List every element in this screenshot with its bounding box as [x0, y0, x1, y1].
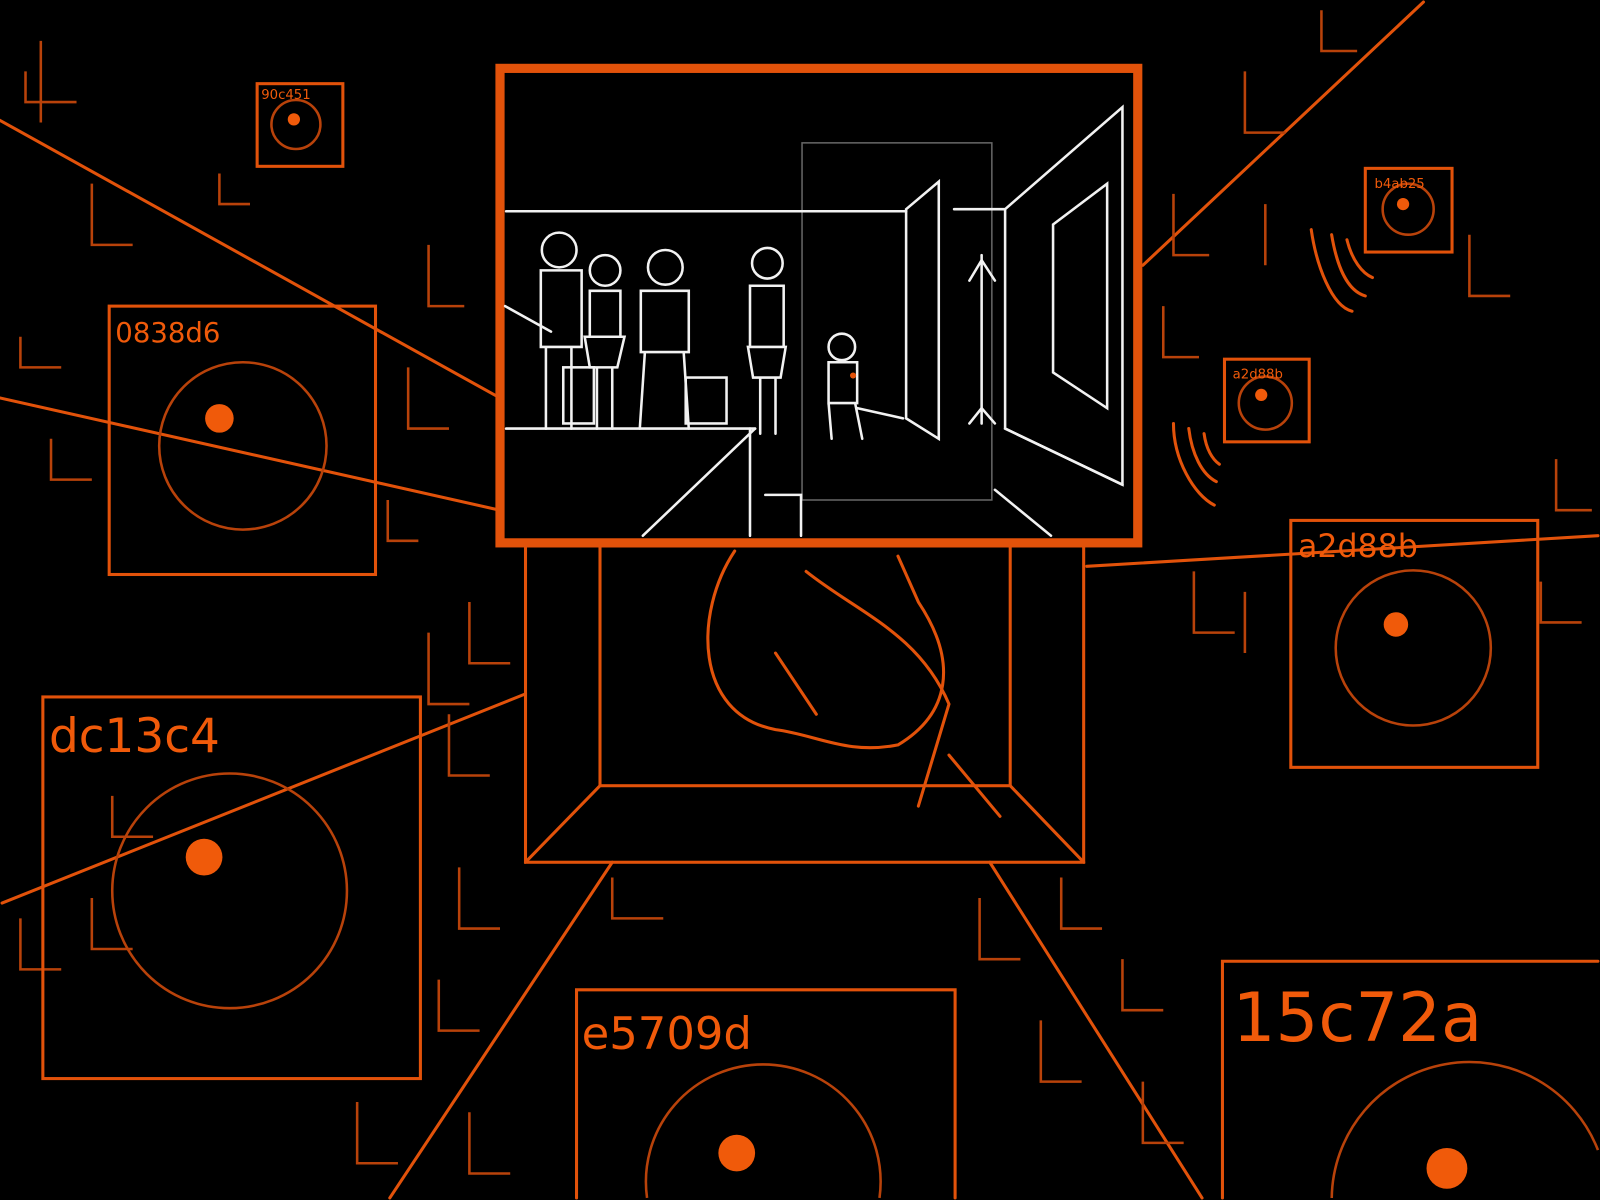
panel-a2d88b-large: a2d88b: [1289, 518, 1540, 769]
room-scene: [503, 104, 1124, 537]
tunnel-box: [523, 544, 1086, 864]
panel-90c451: 90c451: [255, 82, 345, 168]
panel-label: b4ab25: [1374, 177, 1424, 192]
panel-label: 0838d6: [115, 317, 220, 349]
panel-label: 15c72a: [1233, 978, 1483, 1057]
panel-15c72a: 15c72a: [1220, 959, 1600, 1200]
panel-b4ab25: b4ab25: [1309, 166, 1454, 313]
scene-frame: [495, 63, 1143, 548]
figures: [503, 231, 905, 441]
panel-label: 90c451: [261, 88, 310, 103]
panel-label: a2d88b: [1298, 529, 1418, 565]
circuit-branches: [19, 10, 1592, 1175]
panel-a2d88b-small: a2d88b: [1171, 357, 1311, 507]
panel-label: a2d88b: [1233, 368, 1283, 383]
panel-dc13c4: dc13c4: [41, 695, 422, 1081]
panel-0838d6: 0838d6: [107, 304, 378, 577]
panel-e5709d: e5709d: [575, 988, 957, 1200]
panel-label: dc13c4: [49, 709, 220, 764]
panel-label: e5709d: [582, 1007, 752, 1060]
